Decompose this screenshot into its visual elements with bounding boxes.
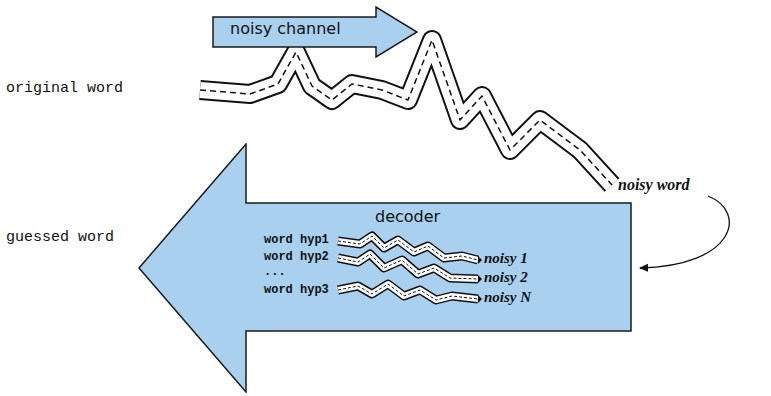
noisy-tube <box>200 40 612 185</box>
handwritten-label: noisy N <box>484 289 531 306</box>
stage-label: original word <box>6 80 123 97</box>
hypothesis-label: word hyp3 <box>264 283 329 297</box>
feed-arrow <box>640 196 729 268</box>
arrow-label: noisy channel <box>230 19 341 38</box>
stage-label: guessed word <box>6 229 114 246</box>
handwritten-label: noisy 2 <box>484 269 528 286</box>
arrow-shape: decoder <box>138 143 632 393</box>
ellipsis: ... <box>264 265 286 279</box>
arrow-label: decoder <box>375 207 440 226</box>
arrow-outline <box>138 143 632 393</box>
handwritten-label: noisy word <box>618 176 690 194</box>
hypothesis-label: word hyp2 <box>264 250 329 264</box>
hypothesis-label: word hyp1 <box>264 233 329 247</box>
handwritten-label: noisy 1 <box>484 250 528 267</box>
arrow-shape: noisy channel <box>212 6 418 58</box>
